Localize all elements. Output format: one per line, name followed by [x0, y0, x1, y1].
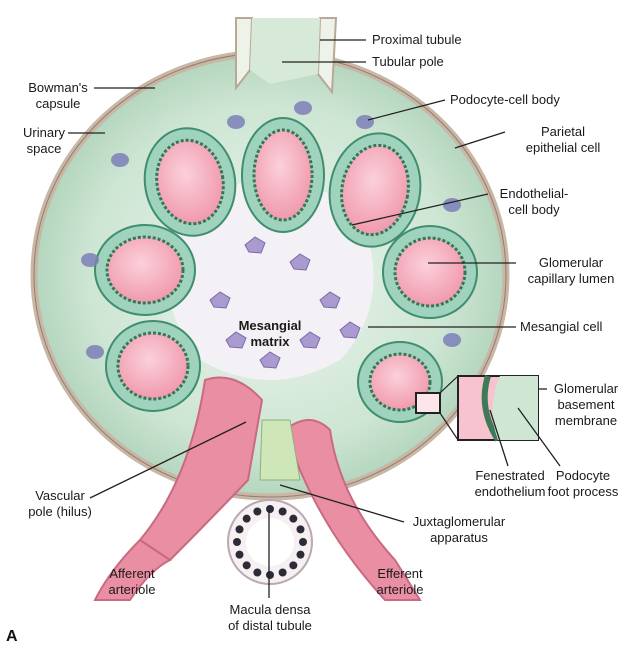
capillary-loop	[143, 127, 237, 237]
label-pfp-line2: foot process	[547, 484, 619, 499]
podocyte-nucleus	[356, 115, 374, 129]
mesangial-cell-shape	[289, 253, 311, 271]
label-ea-line1: Efferent	[377, 566, 423, 581]
label-endothelial-line2: cell body	[508, 202, 560, 217]
label-glomerular-capillary-lumen: Glomerular capillary lumen	[519, 255, 623, 287]
capillary-loops	[81, 101, 478, 423]
leader-lines	[68, 39, 561, 598]
label-podocyte-foot-process: Podocyte foot process	[540, 468, 626, 500]
label-urinary-space: Urinary space	[18, 125, 70, 157]
capillary-loop	[94, 224, 196, 316]
mesangial-cell-shape	[225, 331, 247, 349]
mesangial-cell-shape	[259, 351, 281, 369]
label-afferent-arteriole: Afferent arteriole	[100, 566, 164, 598]
label-jga-line1: Juxtaglomerular	[412, 514, 506, 529]
label-aa-line1: Afferent	[109, 566, 155, 581]
label-aa-line2: arteriole	[108, 582, 156, 597]
podocyte-nucleus	[81, 253, 99, 267]
mesangial-cells	[209, 236, 361, 369]
podocyte-nucleus	[443, 333, 461, 347]
label-fe-line1: Fenestrated	[475, 468, 545, 483]
label-mm-line1: Mesangial	[238, 318, 302, 333]
label-endothelial-line1: Endothelial-	[499, 186, 569, 201]
label-jga-line2: apparatus	[430, 530, 488, 545]
capillary-loop	[382, 225, 478, 319]
label-gcl-line2: capillary lumen	[527, 271, 615, 286]
capillary-loop	[328, 132, 422, 248]
label-fenestrated-endothelium: Fenestrated endothelium	[468, 468, 552, 500]
label-juxtaglomerular-apparatus: Juxtaglomerular apparatus	[404, 514, 514, 546]
label-bowmans-capsule-line1: Bowman's	[28, 80, 88, 95]
label-fe-line2: endothelium	[474, 484, 546, 499]
label-macula-densa: Macula densa of distal tubule	[212, 602, 328, 634]
label-vp-line2: pole (hilus)	[28, 504, 92, 519]
mesangial-cell-shape	[209, 291, 231, 309]
inset-detail	[415, 375, 539, 442]
label-tubular-pole: Tubular pole	[372, 54, 444, 69]
label-md-line1: Macula densa	[229, 602, 311, 617]
vascular-pole-shape	[93, 376, 422, 601]
label-parietal-epithelial-cell: Parietal epithelial cell	[508, 124, 618, 156]
mesangial-cell-shape	[244, 236, 266, 254]
mesangial-cell-shape	[319, 291, 341, 309]
label-bowmans-capsule: Bowman's capsule	[22, 80, 94, 112]
panel-letter: A	[6, 628, 18, 645]
podocyte-nucleus	[86, 345, 104, 359]
podocyte-nucleus	[294, 101, 312, 115]
macula-densa-shape	[227, 499, 313, 585]
capillary-loop	[241, 117, 325, 233]
label-urinary-space-line2: space	[26, 141, 62, 156]
label-pfp-line1: Podocyte	[555, 468, 611, 483]
label-parietal-line1: Parietal	[540, 124, 586, 139]
label-efferent-arteriole: Efferent arteriole	[368, 566, 432, 598]
proximal-tubule-shape	[235, 17, 338, 95]
label-glomerular-basement-membrane: Glomerular basement membrane	[548, 381, 624, 429]
label-vp-line1: Vascular	[35, 488, 85, 503]
label-ea-line2: arteriole	[376, 582, 424, 597]
podocyte-nucleus	[227, 115, 245, 129]
label-gbm-line2: basement	[557, 397, 615, 412]
label-urinary-space-line1: Urinary	[23, 125, 65, 140]
label-mm-line2: matrix	[250, 334, 290, 349]
label-podocyte-cell-body: Podocyte-cell body	[450, 92, 560, 107]
label-mesangial-matrix: Mesangial matrix	[230, 318, 310, 350]
label-gcl-line1: Glomerular	[538, 255, 604, 270]
label-vascular-pole: Vascular pole (hilus)	[18, 488, 102, 520]
label-parietal-line2: epithelial cell	[525, 140, 601, 155]
capillary-loop	[105, 320, 201, 412]
mesangium-shape	[166, 178, 374, 380]
label-mesangial-cell: Mesangial cell	[520, 319, 603, 334]
mesangial-cell-shape	[339, 321, 361, 339]
label-md-line2: of distal tubule	[228, 618, 312, 633]
label-bowmans-capsule-line2: capsule	[35, 96, 81, 111]
podocyte-nucleus	[111, 153, 129, 167]
label-gbm-line1: Glomerular	[553, 381, 619, 396]
podocyte-nucleus	[443, 198, 461, 212]
label-proximal-tubule: Proximal tubule	[372, 32, 462, 47]
label-endothelial-cell-body: Endothelial- cell body	[492, 186, 576, 218]
label-gbm-line3: membrane	[554, 413, 618, 428]
mesangial-cell-shape	[299, 331, 321, 349]
